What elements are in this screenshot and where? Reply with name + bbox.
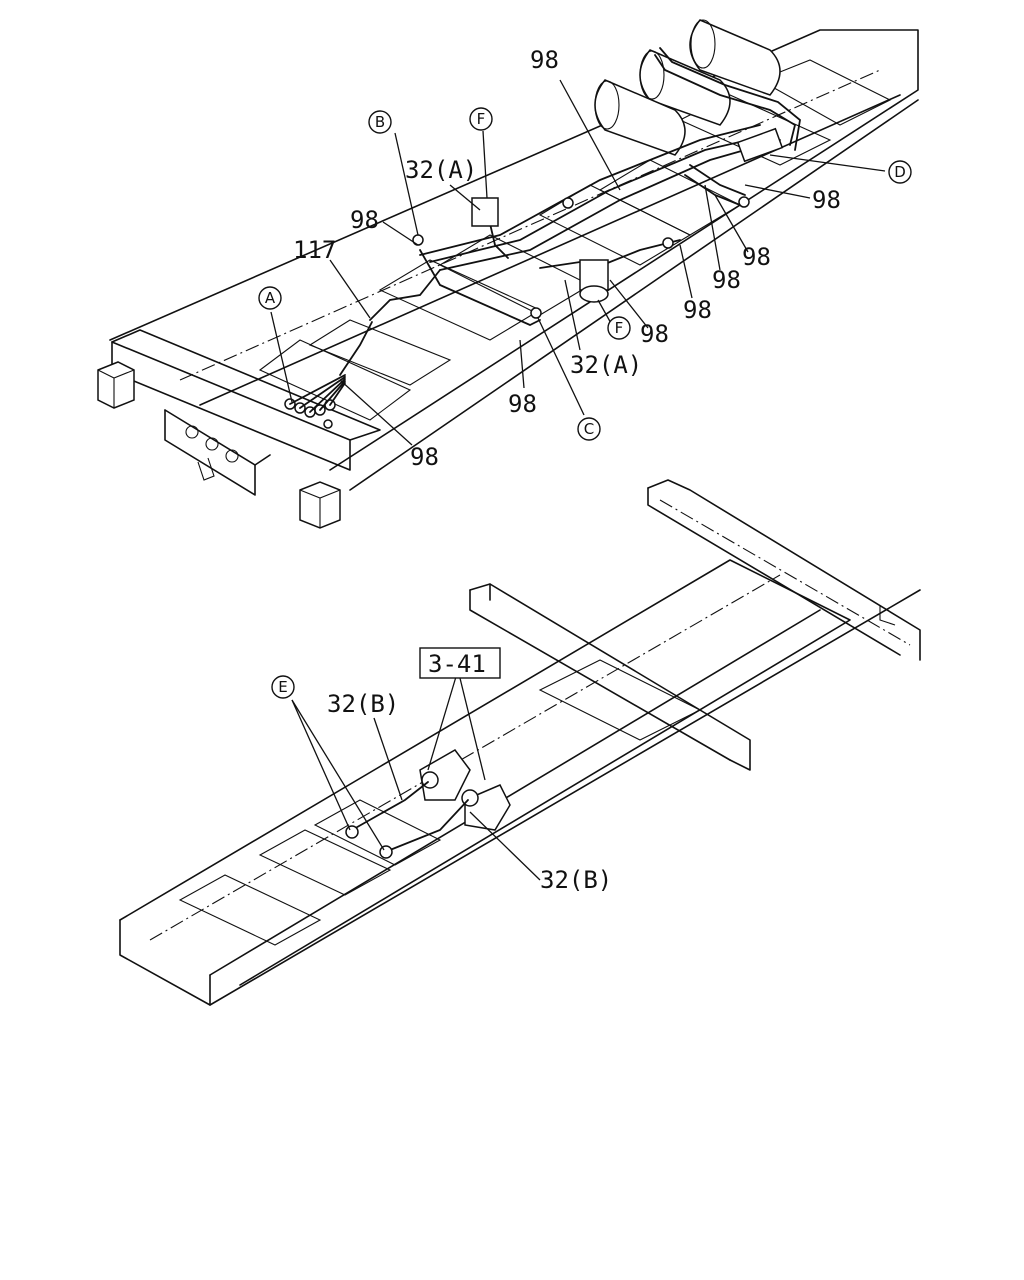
label-98-top: 98 <box>530 46 559 74</box>
label-32a-bottom: 32(A) <box>570 351 642 379</box>
label-98-c: 98 <box>508 390 537 418</box>
callout-A: A <box>258 286 282 310</box>
bottom-parts <box>345 749 511 859</box>
callout-F-bottom: F <box>607 316 631 340</box>
fittings <box>284 127 784 429</box>
label-98-f: 98 <box>640 320 669 348</box>
label-98-d3: 98 <box>712 266 741 294</box>
label-117: 117 <box>293 236 336 264</box>
label-32b-bottom: 32(B) <box>540 866 612 894</box>
callout-F-top-text: F <box>477 110 486 128</box>
label-98-d1: 98 <box>812 186 841 214</box>
label-98-d4: 98 <box>683 296 712 324</box>
ref-box-3-41: 3-41 <box>419 647 501 679</box>
callout-B: B <box>368 110 392 134</box>
callout-A-text: A <box>265 289 276 307</box>
label-98-d2: 98 <box>742 243 771 271</box>
label-32b-top: 32(B) <box>327 690 399 718</box>
callout-E: E <box>271 675 295 699</box>
air-tanks <box>594 19 781 156</box>
callout-E-text: E <box>278 678 287 696</box>
top-chassis-frame <box>97 29 919 529</box>
leader-lines <box>270 79 886 881</box>
bottom-chassis-frame <box>119 479 921 1006</box>
callout-C-text: C <box>584 420 594 438</box>
callout-F-top: F <box>469 107 493 131</box>
callout-F-bottom-text: F <box>615 319 624 337</box>
callout-D: D <box>888 160 912 184</box>
label-98-b: 98 <box>350 206 379 234</box>
callout-D-text: D <box>894 163 906 181</box>
label-3-41: 3-41 <box>428 650 486 678</box>
callout-B-text: B <box>375 113 385 131</box>
label-32a-top: 32(A) <box>405 156 477 184</box>
label-98-a: 98 <box>410 443 439 471</box>
callout-C: C <box>577 417 601 441</box>
